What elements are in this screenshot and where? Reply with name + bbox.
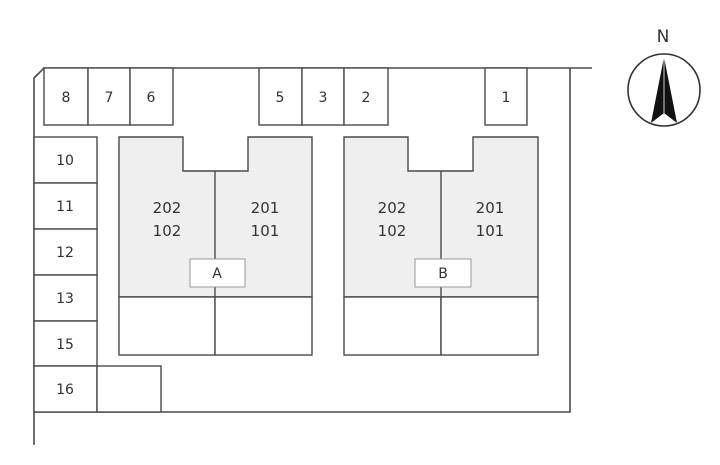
building-b-balcony-left bbox=[343, 296, 442, 356]
parking-label-13: 13 bbox=[56, 291, 74, 307]
building-b-unit-101: 101 bbox=[476, 222, 505, 240]
building-a-balcony-left bbox=[118, 296, 216, 356]
building-b-unit-102: 102 bbox=[378, 222, 407, 240]
building-b-label: B bbox=[438, 266, 448, 282]
parking-label-16: 16 bbox=[56, 382, 74, 398]
parking-label-10: 10 bbox=[56, 153, 74, 169]
left-parking-column: 10 11 12 13 15 16 bbox=[33, 136, 162, 413]
building-b-balcony-right bbox=[440, 296, 539, 356]
parking-space-1 bbox=[484, 67, 528, 126]
building-b: 202 102 201 101 B bbox=[343, 136, 539, 356]
north-arrow-icon: N bbox=[627, 27, 701, 127]
parking-space-15 bbox=[33, 320, 98, 367]
building-a-balcony-right bbox=[214, 296, 313, 356]
building-a: 202 102 201 101 A bbox=[118, 136, 313, 356]
north-label: N bbox=[657, 27, 670, 47]
parking-label-5: 5 bbox=[276, 90, 285, 106]
parking-label-1: 1 bbox=[502, 90, 511, 106]
building-a-tag bbox=[189, 258, 246, 288]
parking-label-7: 7 bbox=[105, 90, 114, 106]
building-a-unit-201: 201 bbox=[251, 199, 280, 217]
building-a-label: A bbox=[212, 266, 222, 282]
parking-label-3: 3 bbox=[319, 90, 328, 106]
building-b-unit-201: 201 bbox=[476, 199, 505, 217]
parking-space-6 bbox=[129, 67, 174, 126]
parking-space-5 bbox=[258, 67, 303, 126]
parking-space-2 bbox=[343, 67, 389, 126]
parking-label-12: 12 bbox=[56, 245, 74, 261]
parking-label-11: 11 bbox=[56, 199, 74, 215]
building-a-unit-202: 202 bbox=[153, 199, 182, 217]
parking-space-13 bbox=[33, 274, 98, 322]
building-a-unit-102: 102 bbox=[153, 222, 182, 240]
top-parking-row: 8 7 6 5 3 2 1 bbox=[43, 67, 528, 126]
building-a-unit-101: 101 bbox=[251, 222, 280, 240]
parking-label-8: 8 bbox=[62, 90, 71, 106]
building-b-tag bbox=[414, 258, 472, 288]
building-b-unit-202: 202 bbox=[378, 199, 407, 217]
parking-label-2: 2 bbox=[362, 90, 371, 106]
parking-label-6: 6 bbox=[147, 90, 156, 106]
parking-space-16-annex bbox=[96, 365, 162, 413]
parking-label-15: 15 bbox=[56, 337, 74, 353]
